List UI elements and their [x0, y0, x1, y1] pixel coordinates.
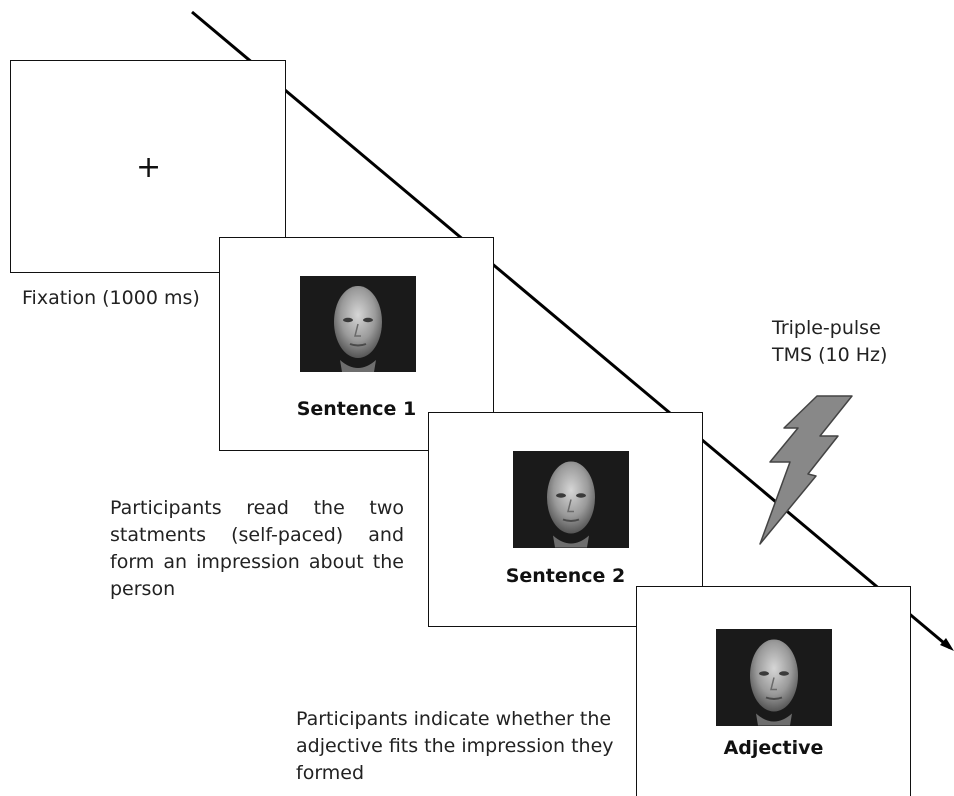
response-instructions: Participants indicate whether the adject…	[296, 708, 614, 784]
adjective-screen: Adjective	[636, 586, 911, 796]
face-icon	[300, 276, 416, 372]
face-image	[300, 276, 416, 372]
tms-caption: Triple-pulse TMS (10 Hz)	[772, 317, 888, 366]
adjective-label: Adjective	[723, 737, 824, 759]
face-icon	[513, 451, 629, 548]
sentence-1-label: Sentence 1	[296, 398, 417, 420]
sentence-1-screen: Sentence 1	[219, 237, 494, 451]
fixation-caption: Fixation (1000 ms)	[22, 287, 200, 309]
face-icon	[716, 629, 832, 726]
face-image	[513, 451, 629, 548]
fixation-cross-icon: +	[136, 150, 162, 185]
sentence-2-screen: Sentence 2	[428, 412, 703, 627]
reading-instructions: Participants read the two statments (sel…	[110, 497, 404, 600]
sentence-2-label: Sentence 2	[505, 565, 626, 587]
face-image	[716, 629, 832, 726]
